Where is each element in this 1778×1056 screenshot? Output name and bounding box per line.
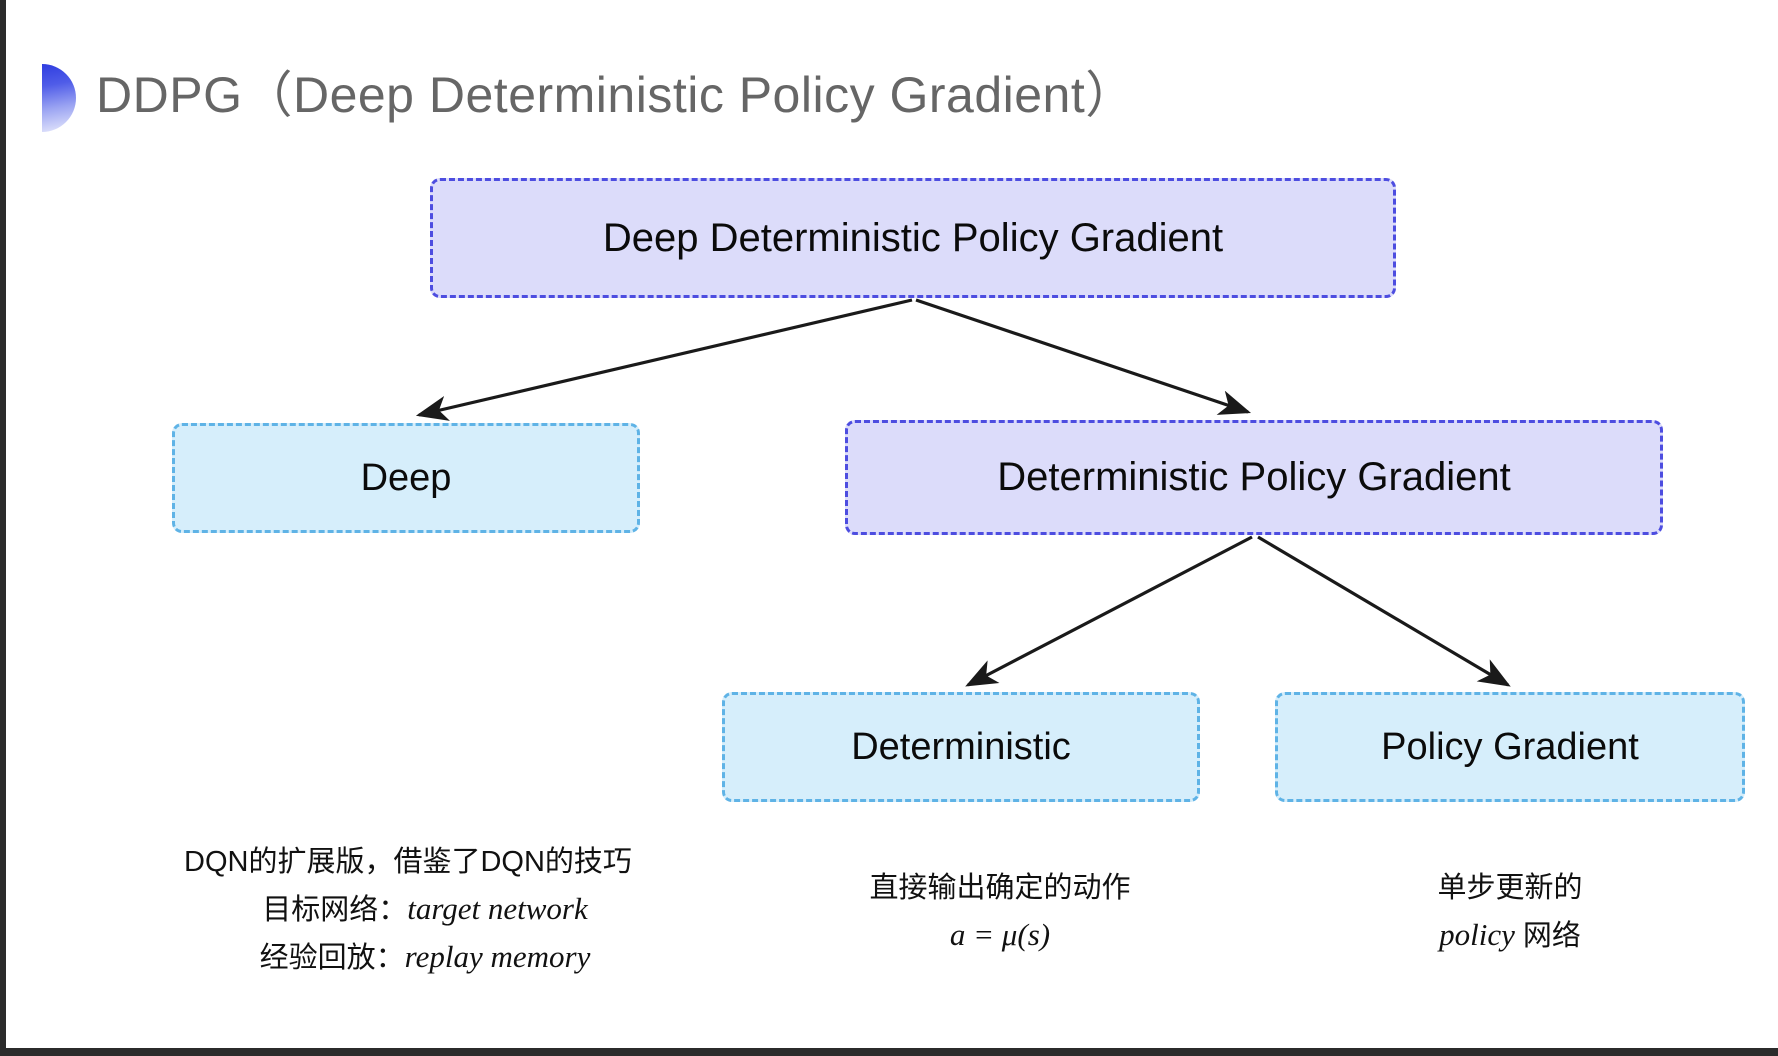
node-deep-deterministic-policy-gradient[interactable]: Deep Deterministic Policy Gradient — [430, 178, 1396, 298]
slide-bottom-edge — [0, 1048, 1778, 1056]
slide-title-row: DDPG（Deep Deterministic Policy Gradient） — [0, 58, 1778, 168]
arrow-dpg-to-deterministic — [965, 535, 1253, 687]
annotation-policy-gradient-line1: 单步更新的 — [1437, 872, 1583, 904]
arrow-dpg-to-policy-gradient — [1257, 535, 1511, 687]
annotation-deep-line3-label: 经验回放： — [259, 941, 405, 974]
annotation-policy-gradient-term: policy — [1439, 916, 1515, 952]
annotation-deep-line2-label: 目标网络： — [262, 893, 408, 926]
annotation-deep: DQN的扩展版，借鉴了DQN的技巧 目标网络：target network 经验… — [148, 840, 668, 981]
node-deterministic[interactable]: Deterministic — [722, 692, 1200, 802]
half-circle-bullet-icon — [42, 64, 76, 132]
arrow-root-to-deep — [415, 298, 913, 421]
node-deep[interactable]: Deep — [172, 423, 640, 533]
annotation-deterministic: 直接输出确定的动作 a = μ(s) — [790, 866, 1210, 959]
slide-left-edge — [0, 0, 6, 1056]
annotation-deep-line2-term: target network — [407, 890, 588, 926]
page-title: DDPG（Deep Deterministic Policy Gradient） — [96, 67, 1136, 123]
annotation-deep-line3-term: replay memory — [404, 938, 591, 974]
annotation-deep-line2: 目标网络：target network — [148, 885, 668, 933]
node-policy-gradient[interactable]: Policy Gradient — [1275, 692, 1745, 802]
annotation-policy-gradient-suffix: 网络 — [1514, 919, 1581, 952]
annotation-deterministic-line1: 直接输出确定的动作 — [869, 872, 1131, 904]
annotation-deep-line1: DQN的扩展版，借鉴了DQN的技巧 — [184, 846, 632, 878]
node-deterministic-policy-gradient[interactable]: Deterministic Policy Gradient — [845, 420, 1663, 535]
annotation-policy-gradient-line2: policy 网络 — [1340, 911, 1680, 959]
annotation-deterministic-formula: a = μ(s) — [949, 916, 1051, 952]
annotation-deep-line3: 经验回放：replay memory — [148, 933, 668, 981]
arrow-root-to-dpg — [915, 298, 1252, 415]
annotation-policy-gradient: 单步更新的 policy 网络 — [1340, 866, 1680, 959]
